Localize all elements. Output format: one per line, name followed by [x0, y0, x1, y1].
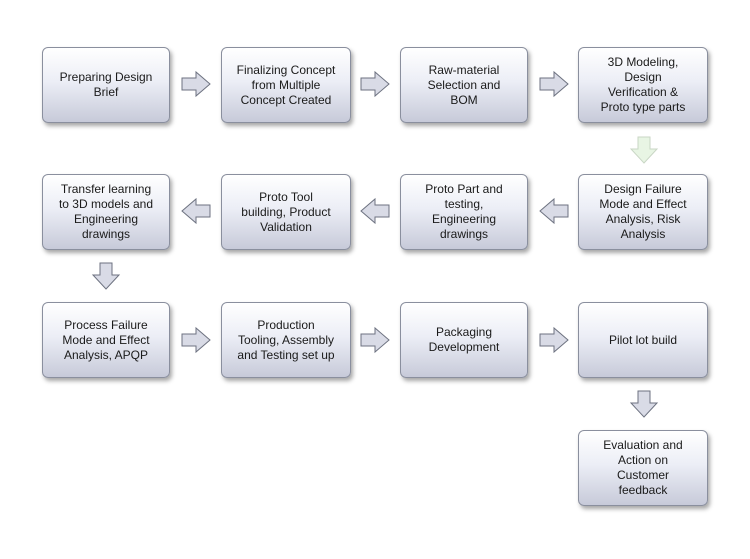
arrow-left-icon	[539, 197, 569, 225]
step-label: Preparing Design Brief	[59, 70, 153, 99]
step-transfer-learning: Transfer learning to 3D models and Engin…	[42, 174, 170, 250]
arrow-down-icon	[91, 262, 121, 290]
step-label: Finalizing Concept from Multiple Concept…	[236, 62, 336, 107]
arrow-right-icon	[360, 70, 390, 98]
arrow-right-icon	[181, 326, 211, 354]
step-label: Proto Tool building, Product Validation	[241, 189, 331, 234]
step-label: Transfer learning to 3D models and Engin…	[58, 182, 154, 241]
arrow-left-icon	[360, 197, 390, 225]
step-production-tooling: Production Tooling, Assembly and Testing…	[221, 302, 351, 378]
step-label: Packaging Development	[428, 325, 500, 354]
step-pilot-lot-build: Pilot lot build	[578, 302, 708, 378]
step-3d-modeling: 3D Modeling, Design Verification & Proto…	[578, 47, 708, 123]
arrow-right-icon	[181, 70, 211, 98]
step-proto-tool-building: Proto Tool building, Product Validation	[221, 174, 351, 250]
arrow-right-icon	[360, 326, 390, 354]
step-label: Pilot lot build	[608, 332, 678, 347]
step-label: Proto Part and testing, Engineering draw…	[425, 182, 503, 241]
step-label: 3D Modeling, Design Verification & Proto…	[600, 55, 686, 114]
step-evaluation-feedback: Evaluation and Action on Customer feedba…	[578, 430, 708, 506]
step-label: Evaluation and Action on Customer feedba…	[603, 438, 683, 497]
step-design-fmea: Design Failure Mode and Effect Analysis,…	[578, 174, 708, 250]
step-process-fmea-apqp: Process Failure Mode and Effect Analysis…	[42, 302, 170, 378]
step-label: Process Failure Mode and Effect Analysis…	[62, 317, 150, 362]
step-preparing-design-brief: Preparing Design Brief	[42, 47, 170, 123]
step-label: Raw-material Selection and BOM	[427, 62, 501, 107]
step-label: Design Failure Mode and Effect Analysis,…	[599, 182, 687, 241]
step-label: Production Tooling, Assembly and Testing…	[237, 317, 335, 362]
step-packaging-development: Packaging Development	[400, 302, 528, 378]
arrow-down-icon	[629, 136, 659, 164]
arrow-down-icon	[629, 390, 659, 418]
arrow-right-icon	[539, 70, 569, 98]
arrow-left-icon	[181, 197, 211, 225]
arrow-right-icon	[539, 326, 569, 354]
step-finalizing-concept: Finalizing Concept from Multiple Concept…	[221, 47, 351, 123]
step-proto-part-testing: Proto Part and testing, Engineering draw…	[400, 174, 528, 250]
step-raw-material-selection: Raw-material Selection and BOM	[400, 47, 528, 123]
